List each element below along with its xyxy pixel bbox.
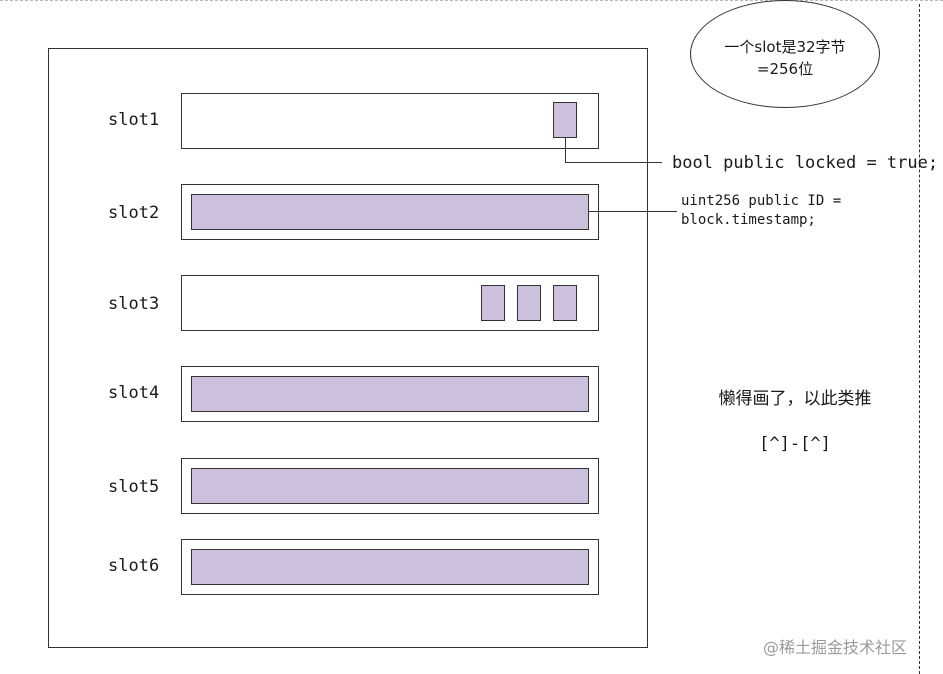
slot6-cell [191, 549, 589, 585]
slot1-bool-cell [553, 102, 577, 138]
slot5-label: slot5 [108, 477, 160, 497]
slot1-variable-annotation: bool public locked = true; [672, 153, 939, 173]
slot1-box [181, 93, 599, 149]
etc-note: 懒得画了，以此类推 [718, 389, 872, 409]
slot5-box [181, 458, 599, 514]
slot-size-line1: 一个slot是32字节 [724, 38, 846, 56]
slot5-cell [191, 468, 589, 504]
emoticon-note: [^]-[^] [759, 434, 831, 454]
slot2-annotation-line1: uint256 public ID = [681, 193, 842, 209]
watermark: @稀土掘金技术社区 [763, 638, 908, 657]
slot3-cell-3 [553, 285, 577, 321]
slot4-box [181, 366, 599, 422]
slot2-annotation-line2: block.timestamp; [681, 212, 816, 228]
slot3-label: slot3 [108, 294, 160, 314]
slot1-connector-horizontal [565, 162, 662, 163]
slot-size-line2: =256位 [756, 60, 814, 78]
slot2-variable-annotation: uint256 public ID = block.timestamp; [681, 192, 841, 230]
slot4-label: slot4 [108, 383, 160, 403]
slot3-cell-2 [517, 285, 541, 321]
slot4-cell [191, 376, 589, 412]
slot3-box [181, 275, 599, 331]
slot6-label: slot6 [108, 556, 160, 576]
slot6-box [181, 539, 599, 595]
slot2-box [181, 184, 599, 240]
top-dashed-border [0, 0, 943, 1]
slot-size-callout-text: 一个slot是32字节 =256位 [690, 36, 880, 80]
page-edge-dashed-line [919, 4, 920, 674]
slot1-label: slot1 [108, 110, 160, 130]
slot1-connector-vertical [565, 138, 566, 163]
slot-size-callout [690, 0, 880, 108]
storage-frame [48, 48, 648, 648]
slot2-label: slot2 [108, 203, 160, 223]
slot3-cell-1 [481, 285, 505, 321]
slot2-connector [589, 211, 677, 212]
slot2-uint256-cell [191, 194, 589, 230]
